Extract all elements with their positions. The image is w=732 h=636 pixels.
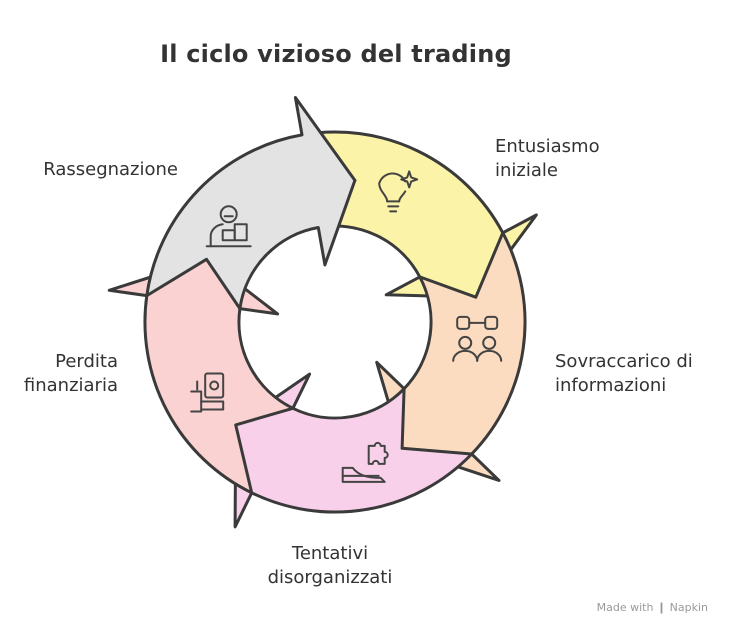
- diagram-title: Il ciclo vizioso del trading: [160, 40, 512, 68]
- lightbulb-icon: [378, 170, 419, 213]
- napkin-watermark: Made with ❙ Napkin: [596, 601, 708, 614]
- stage-label-tentativi: Tentativi disorganizzati: [267, 543, 393, 588]
- arrow-rassegnazione: [145, 96, 357, 311]
- shoe-puzzle-icon: [341, 441, 389, 483]
- stage-label-sovraccarico: Sovraccarico di informazioni: [555, 351, 693, 396]
- hand-money-icon: [190, 372, 225, 413]
- stage-label-entusiasmo: Entusiasmo iniziale: [495, 136, 600, 181]
- stage-label-perdita: Perdita finanziaria: [23, 351, 118, 396]
- people-connect-icon: [452, 315, 503, 362]
- person-box-icon: [205, 205, 252, 248]
- stage-label-rassegnazione: Rassegnazione: [43, 159, 178, 180]
